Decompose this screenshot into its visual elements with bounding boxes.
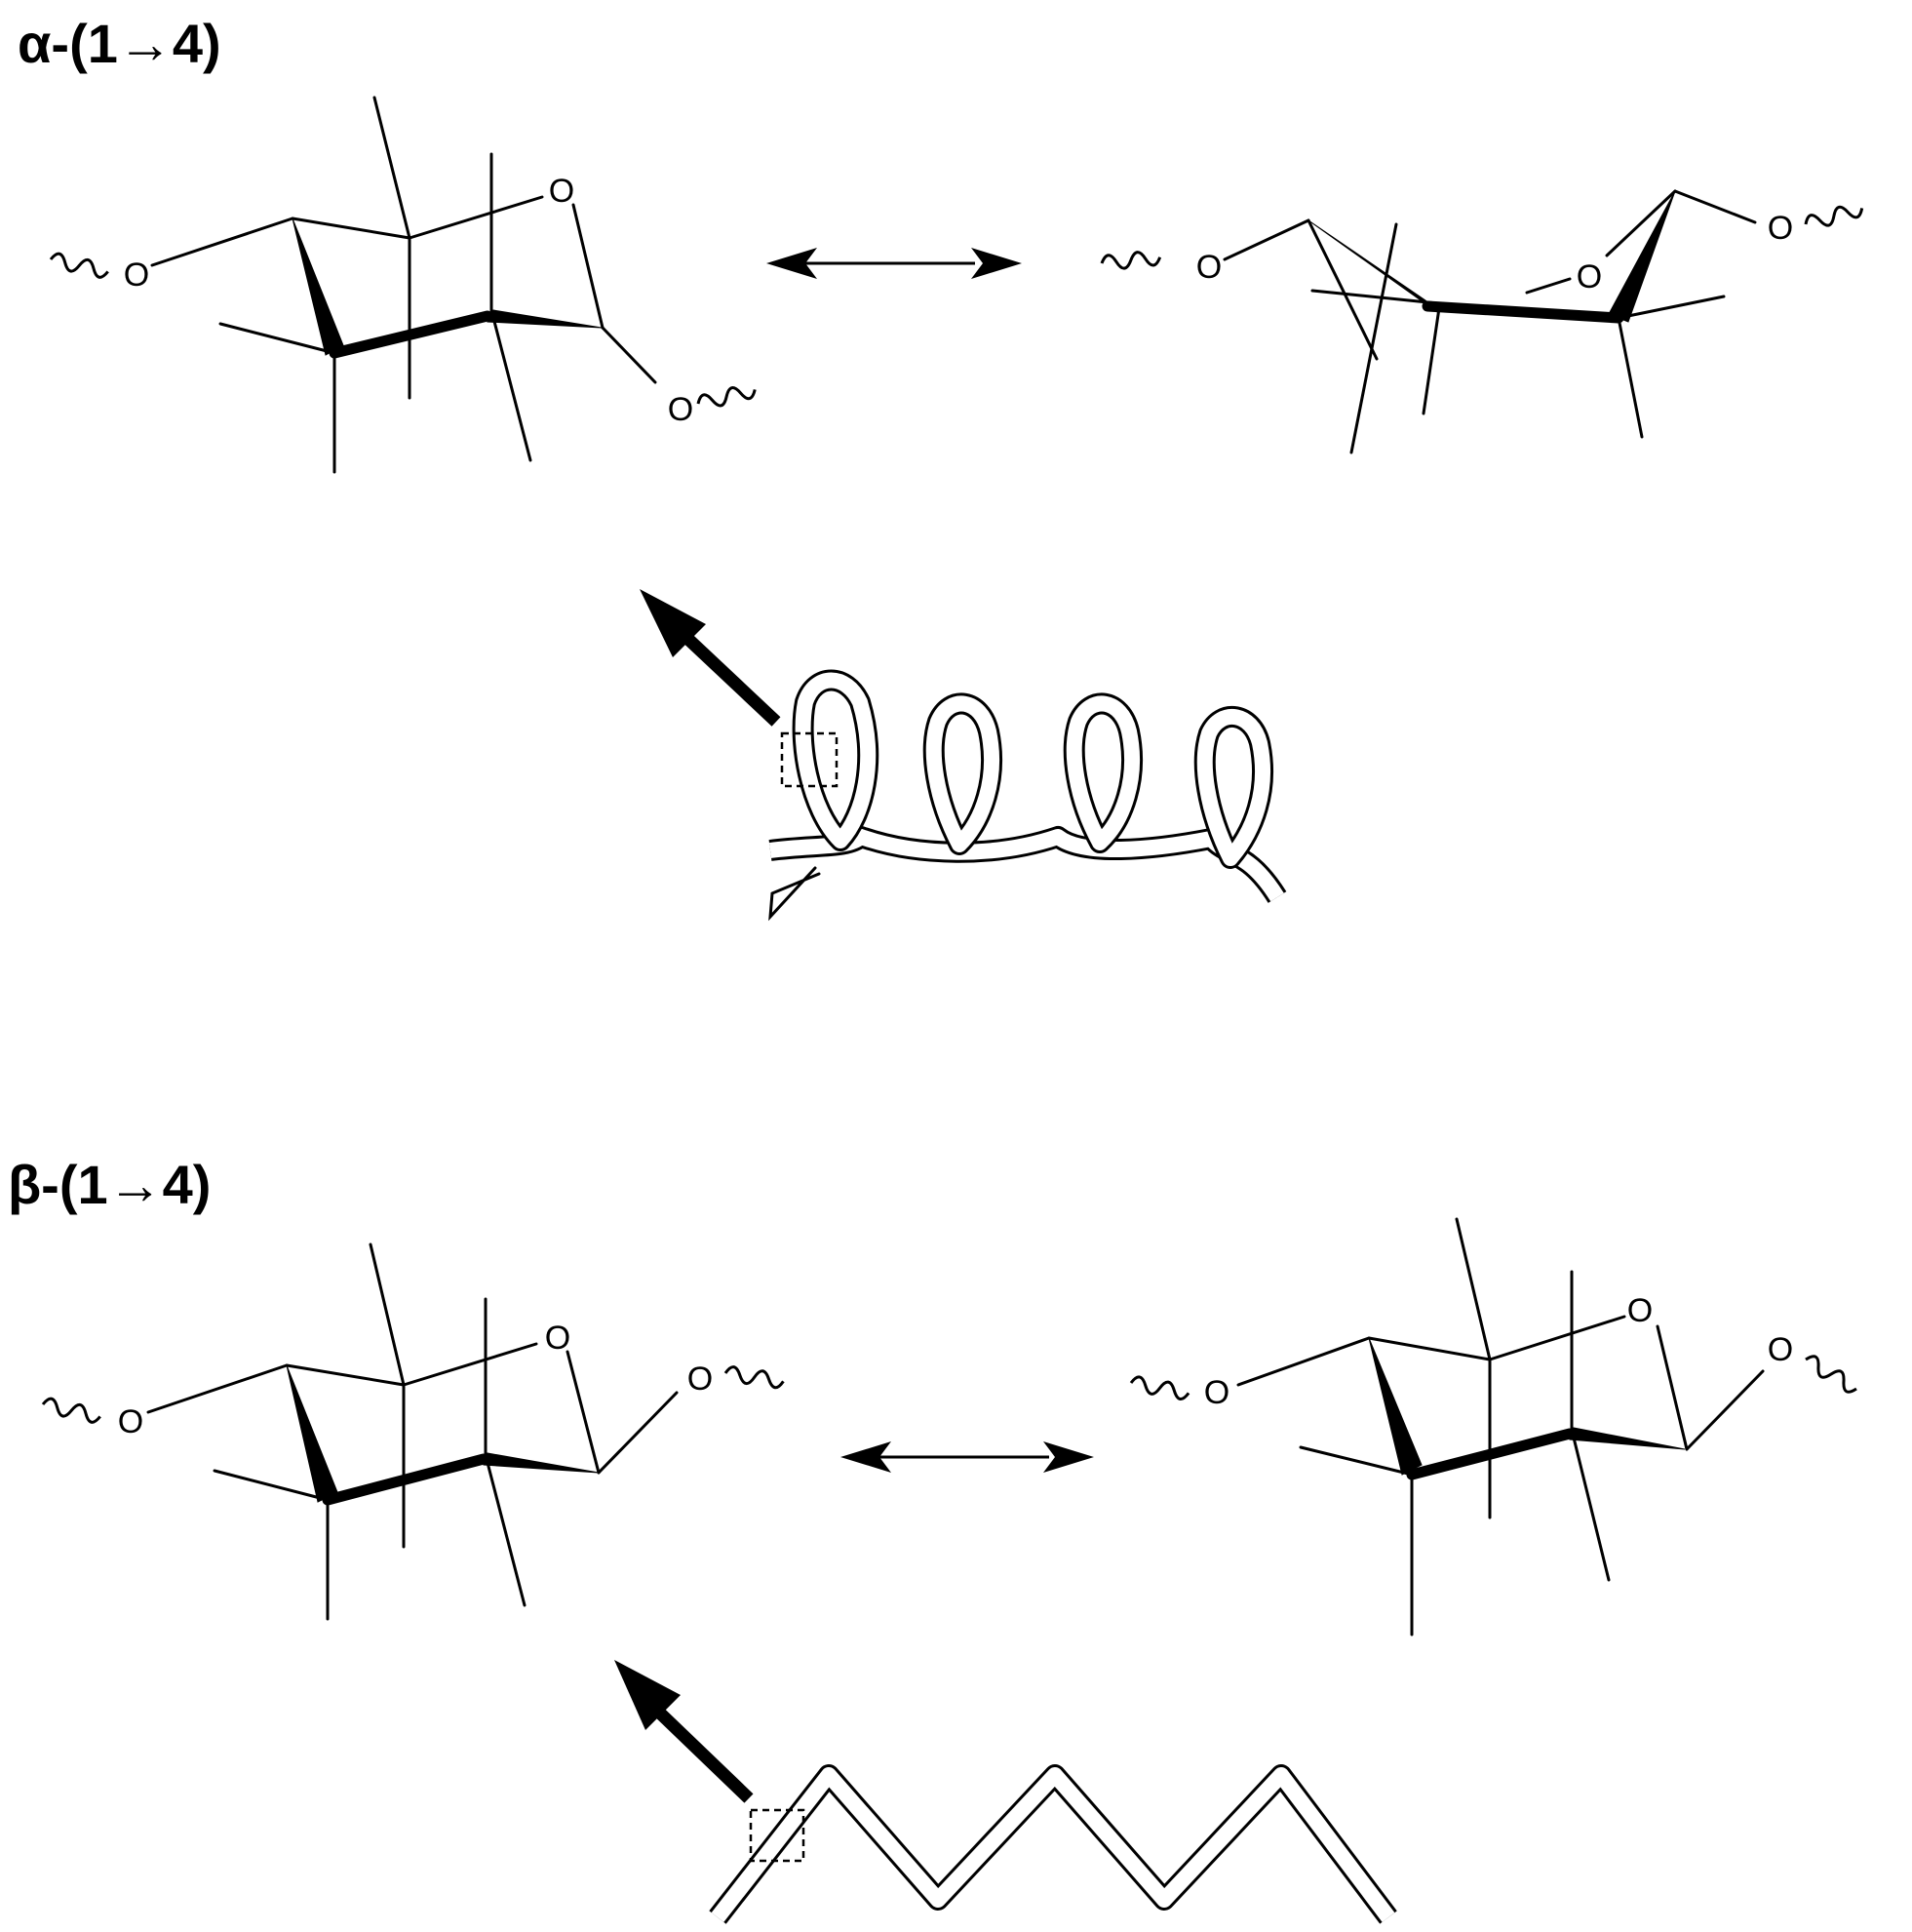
beta-panel: β-(1→4) O O O bbox=[8, 1154, 1862, 1924]
beta-left-ring-oxygen: O bbox=[545, 1320, 570, 1357]
alpha-right-o4-oxygen: O bbox=[1196, 249, 1222, 286]
beta-right-o4-oxygen: O bbox=[1204, 1374, 1229, 1411]
beta-equilibrium-arrow bbox=[840, 1441, 1094, 1473]
alpha-helix-highlight-box bbox=[780, 731, 839, 788]
beta-zigzag bbox=[709, 1764, 1397, 1924]
alpha-left-ring-oxygen: O bbox=[549, 173, 574, 210]
beta-right-o1-oxygen: O bbox=[1768, 1331, 1793, 1368]
beta-zigzag-highlight-box bbox=[749, 1808, 805, 1863]
beta-panel-label: β-(1→4) bbox=[8, 1154, 211, 1215]
alpha-left-o1-oxygen: O bbox=[668, 391, 693, 428]
alpha-right-o1-oxygen: O bbox=[1768, 210, 1793, 247]
alpha-pointer-arrow bbox=[640, 589, 781, 727]
alpha-helix bbox=[768, 669, 1287, 922]
alpha-right-ring-oxygen: O bbox=[1577, 258, 1602, 296]
beta-chair-right: O O O bbox=[1128, 1217, 1862, 1636]
beta-pointer-arrow bbox=[614, 1660, 754, 1803]
alpha-chair-left: O O O bbox=[47, 96, 759, 474]
alpha-left-o4-oxygen: O bbox=[124, 256, 149, 294]
beta-left-o4-oxygen: O bbox=[118, 1403, 143, 1440]
alpha-equilibrium-arrow bbox=[766, 248, 1022, 279]
alpha-panel-label: α-(1→4) bbox=[18, 13, 221, 74]
alpha-panel: α-(1→4) O O O bbox=[18, 13, 1866, 922]
beta-chair-left: O O O bbox=[39, 1242, 786, 1621]
beta-right-ring-oxygen: O bbox=[1627, 1292, 1653, 1329]
beta-left-o1-oxygen: O bbox=[687, 1360, 713, 1398]
alpha-chair-right: O O O bbox=[1099, 189, 1866, 454]
